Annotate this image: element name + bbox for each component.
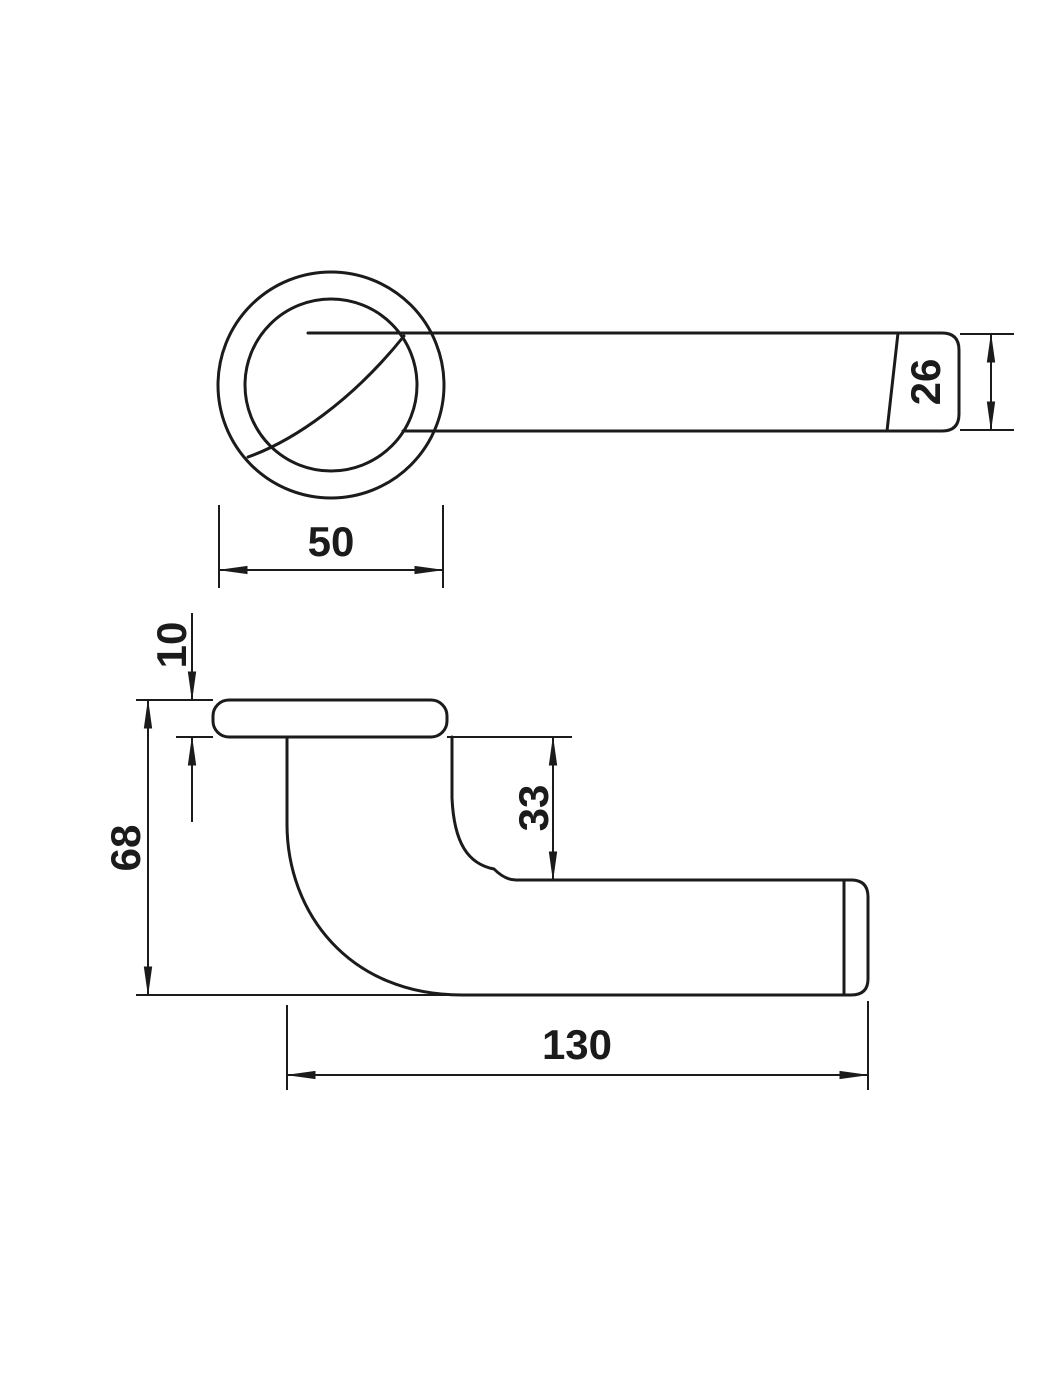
rosette-outer-circle	[216, 270, 446, 500]
side-view	[211, 698, 870, 997]
rosette-inner-circle	[243, 297, 419, 473]
dim-label-rosette-diameter: 50	[308, 518, 355, 565]
dim-label-overall-projection: 68	[102, 825, 149, 872]
lever-outline	[306, 331, 961, 433]
dim-label-neck-height: 33	[510, 785, 557, 832]
dim-label-lever-length: 130	[542, 1021, 612, 1068]
dim-lever-length: 130	[285, 1001, 870, 1090]
rosette-profile	[211, 698, 449, 739]
dim-rosette-depth: 10	[148, 613, 213, 822]
neck-contour-line	[246, 334, 406, 459]
handle-profile-outline	[285, 735, 870, 997]
dim-label-lever-thickness: 26	[902, 359, 949, 406]
lever-grip-seam-line	[885, 331, 900, 433]
dim-label-rosette-depth: 10	[148, 622, 195, 669]
dim-lever-thickness: 26	[902, 332, 1014, 432]
dim-rosette-diameter: 50	[217, 505, 445, 588]
dim-neck-height: 33	[447, 735, 572, 882]
dim-overall-projection: 68	[102, 698, 462, 997]
front-view	[216, 270, 961, 500]
